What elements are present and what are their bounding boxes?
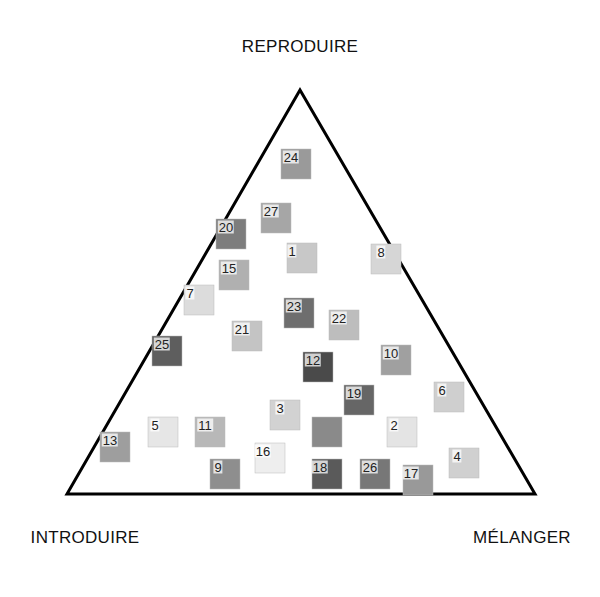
- callout-number: 23: [286, 300, 302, 313]
- callout-number: 25: [154, 338, 170, 351]
- callout-number: 12: [305, 354, 321, 367]
- triangle-outline: [67, 90, 535, 494]
- callout-number: 22: [331, 312, 347, 325]
- callout-number: 6: [437, 384, 446, 397]
- callout-number: 8: [376, 246, 385, 259]
- callout-number: 18: [312, 461, 328, 474]
- callout-number: 16: [255, 445, 271, 458]
- callout-number: 21: [234, 323, 250, 336]
- corner-label: INTRODUIRE: [31, 528, 140, 548]
- callout-number: 24: [283, 151, 299, 164]
- callout-number: 17: [403, 467, 419, 480]
- callout-number: 9: [213, 461, 222, 474]
- callout-number: 26: [362, 461, 378, 474]
- callout-number: 2: [389, 419, 398, 432]
- callout-number: 19: [346, 387, 362, 400]
- callout-number: 27: [263, 205, 279, 218]
- callout-number: 11: [197, 419, 213, 432]
- callout-number: 7: [185, 287, 194, 300]
- callout-number: 5: [150, 419, 159, 432]
- callout-number: 13: [102, 434, 118, 447]
- corner-label: REPRODUIRE: [242, 37, 358, 57]
- callout-number: 4: [452, 450, 461, 463]
- callout-number: 3: [275, 402, 284, 415]
- callout-number: 15: [221, 262, 237, 275]
- thumbnails: [100, 149, 479, 495]
- callout-number: 10: [383, 347, 399, 360]
- corner-label: MÉLANGER: [473, 528, 571, 548]
- callout-number: 20: [218, 221, 234, 234]
- callout-number: 1: [287, 245, 296, 258]
